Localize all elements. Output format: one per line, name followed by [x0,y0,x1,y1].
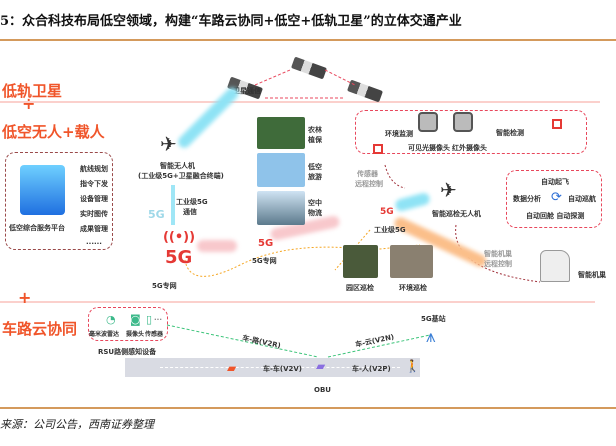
divider-1 [0,101,600,103]
platform-function: 指令下发 [80,180,108,188]
sensor-icon [373,144,383,154]
detector-icon [552,119,562,129]
road-markings [160,367,400,368]
drone-comm: 工业级5G [176,198,208,206]
auto-takeoff: 自动起飞 [541,178,569,186]
platform-name: 低空综合服务平台 [9,224,65,232]
sensor-remote-2: 远程控制 [355,180,383,188]
auto-bottom: 自动回舱 自动探测 [526,212,585,220]
inspection-drone-icon: ✈ [440,178,457,202]
satellite-comm-label: 卫星通信 [233,87,261,95]
platform-function: 实时图传 [80,210,108,218]
nest-label: 智能机巢 [578,271,606,279]
nest-icon [540,250,570,282]
net-label-2: 5G专网 [252,257,277,265]
visible-camera-label: 可见光摄像头 [408,144,450,152]
env-image [390,245,433,278]
park-image [343,245,378,278]
big-5g-label: 5G [165,247,193,268]
radar-label: 毫米波雷达 [89,331,120,338]
divider-2 [0,301,595,303]
leaf-5g: 5G [148,208,165,221]
park-label: 园区巡检 [346,284,374,292]
auto-cruise: 自动巡航 [568,195,596,203]
scene-image-farm [257,117,305,149]
inspection-drone-label: 智能巡检无人机 [432,210,481,218]
section-v2x: 车路云协同 [2,320,78,338]
platform-function: ...... [86,238,102,246]
more-devices: ... [154,314,162,322]
plus-2: + [18,288,32,307]
small-5g-label: 5G [258,238,274,249]
env-monitor-label: 环境监测 [385,130,413,138]
infrared-camera-label: 红外摄像头 [452,144,487,152]
title-rule [0,39,616,41]
scene-label: 低空旅游 [308,163,322,181]
platform-function: 航线规划 [80,165,108,173]
car-purple-icon: ▰ [316,359,326,373]
cycle-icon: ⟳ [551,190,562,205]
section-lowalt: 低空无人+载人 [2,123,105,141]
inspection-box [355,110,587,154]
platform-box [5,152,113,250]
drone-uplink [171,185,175,225]
tower-icon: ⩚ [426,327,436,347]
platform-function: 设备管理 [80,195,108,203]
nest-remote-1: 智能机巢 [484,250,512,258]
plus-1: + [22,94,36,113]
section-satellite: 低轨卫星 [2,82,63,100]
big-5g-signal: ((•)) [162,230,196,245]
platform-function: 成果管理 [80,225,108,233]
industrial-5g-icon: 5G [380,207,394,217]
auto-analysis: 数据分析 [513,195,541,203]
infrared-camera-icon [453,112,473,132]
drone-name: 智能无人机 [160,162,195,170]
scene-label: 空中物流 [308,199,322,217]
v2p-label: 车-人(V2P) [352,365,391,373]
env-patrol-label: 环境巡检 [399,284,427,292]
figure-title: 5：众合科技布局低空领域，构建“车路云协同+低空+低轨卫星”的立体交通产业 [0,14,462,29]
industrial-5g-label: 工业级5G [374,226,406,234]
scene-image-heli [257,153,305,187]
v2v-label: 车-车(V2V) [263,365,303,373]
camera-icon: ◙ [130,313,141,326]
net-label-1: 5G专网 [152,282,177,290]
auto-box [506,170,602,228]
drone-icon: ✈ [160,132,177,156]
sensor-label: 传感器 [145,331,164,338]
rsu-label: RSU路侧感知设备 [98,348,157,356]
drone-comm2: 通信 [183,208,197,216]
platform-server-icon [20,165,65,215]
nest-remote-2: 远程控制 [484,260,512,268]
camera-label: 摄像头 [126,331,145,338]
scene-label: 农林植保 [308,126,322,144]
pedestrian-icon: 🚶 [405,359,420,373]
visible-camera-icon [418,112,438,132]
source-note: 来源：公司公告，西南证券整理 [0,418,154,431]
scene-image-city [257,191,305,225]
car-red-icon: ▰ [227,361,237,375]
sensor-device-icon: ▯ [146,313,153,326]
beam-5g [197,240,237,252]
drone-sub: (工业级5G+卫星融合终端) [138,172,224,180]
rsu-box [88,307,168,341]
footer-rule [0,407,616,409]
smart-detect-label: 智能检测 [496,129,524,137]
radar-icon: ◔ [106,313,116,326]
sensor-remote-1: 传感器 [357,170,378,178]
base-station-label: 5G基站 [421,315,446,323]
obu-label: OBU [314,386,331,394]
